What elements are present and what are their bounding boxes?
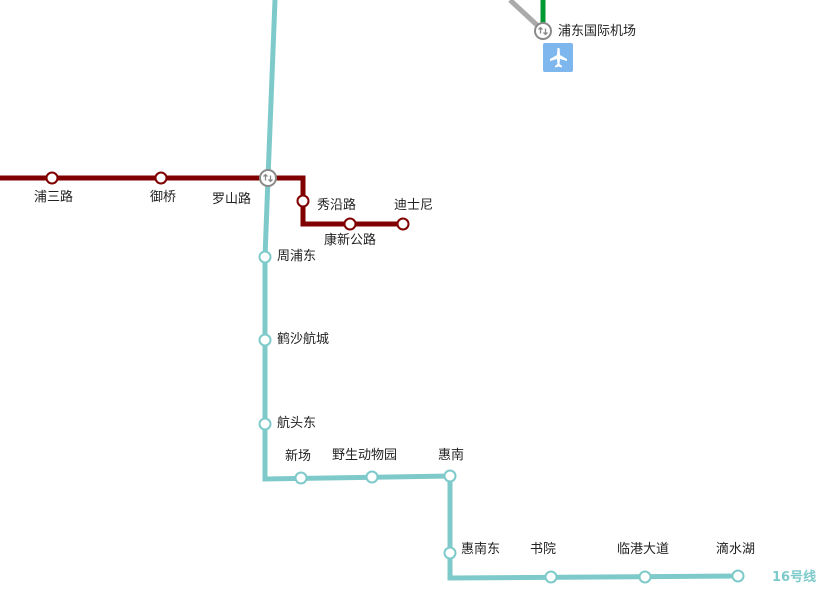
station-dot [731,569,745,583]
station-lingang-avenue[interactable]: 临港大道 [617,542,669,584]
line-16-path [262,0,739,581]
station-pusan-rd[interactable]: 浦三路 [34,171,73,206]
line-16-label: 16号线 [772,569,816,585]
station-dot [296,194,310,208]
station-kangxin-rd[interactable]: 康新公路 [324,217,376,249]
station-dot [544,570,558,584]
station-label: 周浦东 [277,249,316,264]
station-label: 航头东 [277,415,316,431]
station-label: 康新公路 [324,232,376,248]
airplane-glyph [550,48,567,68]
interchange-arrows [538,26,548,36]
station-label: 新场 [285,448,311,464]
station-dot [294,471,308,485]
station-label: 书院 [530,542,556,557]
station-dot [258,250,272,264]
station-label: 惠南东 [461,541,500,557]
station-label: 浦三路 [34,189,73,205]
station-dot [638,570,652,584]
station-wildlife-park[interactable]: 野生动物园 [332,448,397,484]
station-label: 野生动物园 [332,448,397,463]
station-zhoupu-east[interactable]: 周浦东 [258,249,317,264]
station-dot [396,217,410,231]
station-pudong-airport[interactable]: 浦东国际机场 [534,22,636,40]
station-huinan-east[interactable]: 惠南东 [443,541,501,560]
station-label: 秀沿路 [317,197,356,213]
station-dot [365,470,379,484]
station-dot [45,171,59,185]
station-label: 迪士尼 [394,198,433,213]
station-dot [443,546,457,560]
station-xinchang[interactable]: 新场 [285,448,311,485]
station-luoshan-rd[interactable]: 罗山路 [212,169,277,207]
station-dot [154,171,168,185]
station-label: 临港大道 [617,542,669,557]
station-label: 罗山路 [212,191,251,207]
station-shuyuan[interactable]: 书院 [530,542,558,584]
station-dot [343,217,357,231]
interchange-arrows [263,173,273,183]
station-huinan[interactable]: 惠南 [438,447,464,483]
interchange-icon [259,169,277,187]
station-disney[interactable]: 迪士尼 [394,198,433,231]
airplane-icon [543,43,573,72]
maglev-segment [508,0,540,28]
station-dishui-lake[interactable]: 滴水湖 [716,541,755,583]
station-label: 浦东国际机场 [558,24,636,39]
station-hangtou-east[interactable]: 航头东 [258,415,317,431]
station-heshahangcheng[interactable]: 鹤沙航城 [258,331,330,347]
station-xiuyan-rd[interactable]: 秀沿路 [296,194,357,214]
station-yuqiao[interactable]: 御桥 [150,171,176,206]
station-label: 御桥 [150,190,176,205]
station-dot [258,417,272,431]
station-dot [443,469,457,483]
interchange-icon [534,22,552,40]
station-label: 鹤沙航城 [277,331,329,347]
station-label: 惠南 [438,447,464,463]
station-label: 滴水湖 [716,541,755,557]
station-dot [258,333,272,347]
